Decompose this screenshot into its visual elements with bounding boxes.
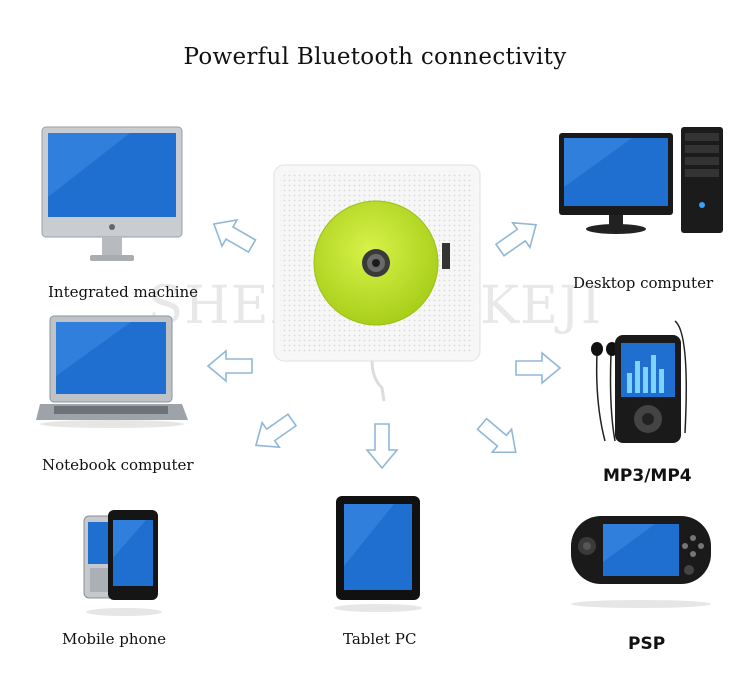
- notebook-computer-image: [36, 315, 188, 428]
- label-psp: PSP: [628, 634, 666, 654]
- label-mp3-mp4: MP3/MP4: [603, 466, 692, 486]
- label-mobile-phone: Mobile phone: [62, 630, 167, 648]
- label-integrated-machine: Integrated machine: [48, 283, 199, 301]
- page-title: Powerful Bluetooth connectivity: [183, 44, 567, 70]
- integrated-machine-image: [41, 126, 183, 261]
- cd-player-image: [273, 164, 481, 402]
- psp-image: [571, 516, 711, 608]
- label-notebook-computer: Notebook computer: [42, 456, 194, 474]
- arrow-to-notebook-computer: [207, 350, 253, 382]
- tablet-pc-image: [334, 496, 422, 612]
- mobile-phone-image: [83, 510, 162, 616]
- label-tablet-pc: Tablet PC: [343, 630, 417, 648]
- label-desktop-computer: Desktop computer: [573, 274, 714, 292]
- arrow-to-psp: [471, 411, 527, 465]
- desktop-computer-image: [559, 127, 723, 234]
- arrow-to-integrated-machine: [205, 210, 261, 260]
- arrow-to-mobile-phone: [246, 406, 302, 459]
- mp3-mp4-image: [591, 320, 687, 443]
- arrow-to-tablet-pc: [366, 423, 398, 469]
- arrow-to-mp3-mp4: [515, 352, 561, 384]
- arrow-to-desktop-computer: [490, 211, 546, 264]
